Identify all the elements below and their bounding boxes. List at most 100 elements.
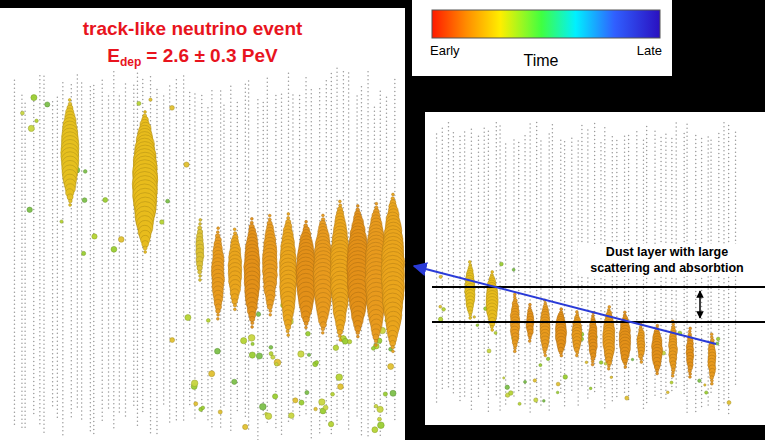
- hit-sphere: [69, 199, 73, 203]
- hit-sphere: [338, 334, 341, 337]
- hit-sphere: [287, 213, 290, 216]
- colorbar-panel: [412, 0, 672, 76]
- hit-sphere: [137, 101, 141, 105]
- hit-sphere: [607, 367, 610, 370]
- hit-sphere: [666, 391, 669, 394]
- hit-sphere: [710, 376, 714, 380]
- hit-sphere: [201, 406, 205, 410]
- hit-sphere: [217, 227, 220, 230]
- detector-string: [43, 76, 45, 432]
- hit-sphere: [374, 339, 378, 343]
- hit-sphere: [505, 385, 509, 389]
- hit-sphere: [539, 364, 542, 367]
- left-panel: [0, 8, 405, 440]
- hit-sphere: [438, 317, 442, 321]
- hit-sphere: [556, 382, 560, 386]
- detector-string: [189, 92, 191, 405]
- dust-layer-note: Dust layer with large scattering and abs…: [578, 244, 756, 276]
- hit-sphere: [491, 271, 494, 274]
- hit-sphere: [508, 391, 513, 396]
- energy-line: Edep= 2.6 ± 0.3 PeV: [0, 45, 385, 69]
- hit-sphere: [727, 401, 731, 405]
- hit-sphere: [689, 327, 692, 330]
- label-holder: Time: [486, 52, 596, 70]
- hit-sphere: [249, 316, 254, 321]
- hit-sphere: [514, 347, 517, 350]
- hit-sphere: [336, 374, 343, 381]
- hit-sphere: [371, 346, 375, 350]
- colorbar-title: Time: [524, 52, 559, 69]
- hit-sphere: [304, 322, 308, 326]
- hit-sphere: [556, 391, 559, 394]
- hit-sphere: [543, 351, 546, 354]
- hit-sphere: [544, 354, 547, 357]
- detector-string: [448, 123, 450, 389]
- detector-string: [77, 75, 79, 411]
- hit-sphere: [321, 331, 324, 334]
- hit-sphere: [82, 198, 87, 203]
- hit-sphere: [243, 424, 248, 429]
- detector-string: [488, 131, 490, 413]
- hit-sphere: [487, 349, 491, 353]
- detector-string: [552, 125, 554, 392]
- detector-string: [93, 85, 95, 435]
- hit-sphere: [469, 317, 472, 320]
- hit-sphere: [333, 345, 339, 351]
- hit-sphere: [524, 380, 527, 383]
- hit-sphere: [256, 353, 262, 359]
- hit-sphere: [314, 407, 318, 411]
- hit-sphere: [293, 398, 298, 403]
- hit-sphere: [575, 354, 578, 357]
- hit-sphere: [640, 361, 643, 364]
- hit-sphere: [185, 315, 191, 321]
- hit-sphere: [306, 331, 311, 336]
- hit-sphere: [468, 261, 471, 264]
- hit-sphere: [328, 421, 333, 426]
- hit-sphere: [217, 313, 220, 316]
- hit-sphere: [265, 413, 271, 419]
- hit-sphere: [608, 306, 611, 309]
- hit-sphere: [305, 326, 308, 329]
- detector-string: [505, 144, 507, 407]
- detector-string: [169, 86, 171, 423]
- detector-string: [137, 73, 139, 428]
- hit-sphere: [199, 275, 202, 278]
- hit-sphere: [503, 377, 505, 379]
- hit-sphere: [631, 358, 633, 360]
- hit-sphere: [305, 391, 309, 395]
- detector-string: [540, 141, 542, 407]
- hit-sphere: [671, 368, 675, 372]
- hit-sphere: [689, 376, 692, 379]
- hit-sphere: [473, 316, 476, 319]
- hit-sphere: [671, 375, 674, 378]
- detector-string: [564, 142, 566, 409]
- detector-string: [496, 123, 498, 398]
- hit-sphere: [199, 279, 202, 282]
- dom-hits: [438, 261, 731, 406]
- hit-sphere: [546, 357, 549, 360]
- hit-sphere: [289, 413, 295, 419]
- detector-string: [207, 108, 209, 422]
- detector-string: [529, 124, 531, 412]
- hit-sphere: [625, 396, 629, 400]
- hit-sphere: [321, 327, 325, 331]
- hit-sphere: [439, 275, 442, 278]
- dust-boundary: [432, 321, 765, 323]
- hit-sphere: [194, 402, 198, 406]
- hit-sphere: [45, 102, 50, 107]
- hit-sphere: [248, 335, 255, 342]
- energy-value: = 2.6 ± 0.3 PeV: [146, 45, 277, 66]
- hit-sphere: [337, 329, 342, 334]
- hit-sphere: [118, 237, 124, 243]
- detector-string: [133, 85, 135, 406]
- hit-sphere: [563, 375, 568, 380]
- hit-sphere: [286, 330, 289, 333]
- hit-sphere: [607, 364, 610, 367]
- hit-sphere: [269, 313, 272, 316]
- hit-sphere: [31, 95, 37, 101]
- detector-string: [478, 136, 480, 397]
- hit-sphere: [377, 417, 381, 421]
- hit-sphere: [170, 105, 175, 110]
- detector-string: [24, 103, 26, 429]
